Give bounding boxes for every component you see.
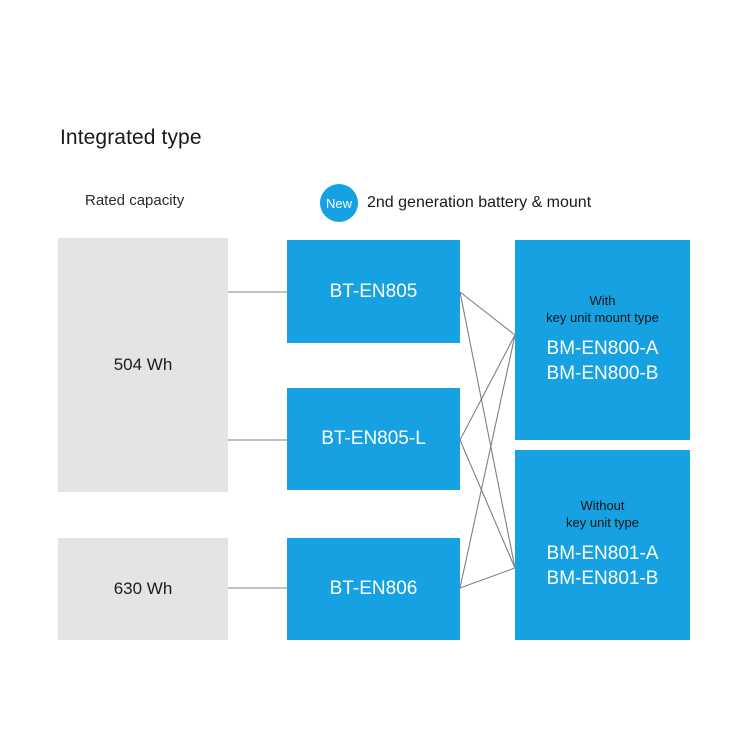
page-title: Integrated type [60, 126, 202, 149]
capacity-label: 630 Wh [113, 579, 173, 598]
mount-type-line-1: Without [580, 497, 625, 513]
mount-box-bm-en800: With key unit mount type BM-EN800-A BM-E… [515, 240, 690, 440]
battery-box-bt-en805: BT-EN805 [287, 240, 460, 343]
column-heading-generation: New 2nd generation battery & mount [320, 184, 591, 222]
mount-code-a: BM-EN800-A [546, 337, 659, 359]
mount-type-line-1: With [589, 292, 616, 308]
mount-code-b: BM-EN801-B [546, 568, 659, 590]
connector-bt-en806-to-bm-en800 [459, 334, 516, 589]
connector-bt-en805-to-bm-en800 [459, 291, 516, 336]
connector-bt-en805-to-bm-en801 [459, 291, 516, 569]
battery-box-bt-en806: BT-EN806 [287, 538, 460, 640]
capacity-box-504: 504 Wh [58, 238, 228, 492]
mount-type-description: With key unit mount type [546, 293, 659, 327]
capacity-box-630: 630 Wh [58, 538, 228, 640]
mount-code-b: BM-EN800-B [546, 363, 659, 385]
battery-code: BT-EN806 [329, 578, 418, 600]
new-badge: New [320, 184, 358, 222]
column-heading-generation-label: 2nd generation battery & mount [367, 194, 592, 211]
connector-bt-en806-to-bm-en801 [459, 567, 516, 589]
column-heading-rated-capacity: Rated capacity [85, 192, 185, 209]
battery-box-bt-en805-l: BT-EN805-L [287, 388, 460, 490]
battery-code: BT-EN805-L [321, 428, 426, 450]
capacity-label: 504 Wh [113, 355, 173, 374]
mount-type-line-2: key unit mount type [546, 309, 659, 325]
battery-code: BT-EN805 [329, 280, 418, 302]
mount-type-description: Without key unit type [566, 498, 639, 532]
mount-type-line-2: key unit type [566, 514, 639, 530]
connector-bt-en805-l-to-bm-en801 [459, 439, 516, 569]
mount-code-a: BM-EN801-A [546, 542, 659, 564]
mount-box-bm-en801: Without key unit type BM-EN801-A BM-EN80… [515, 450, 690, 640]
connector-bt-en805-l-to-bm-en800 [459, 334, 516, 441]
